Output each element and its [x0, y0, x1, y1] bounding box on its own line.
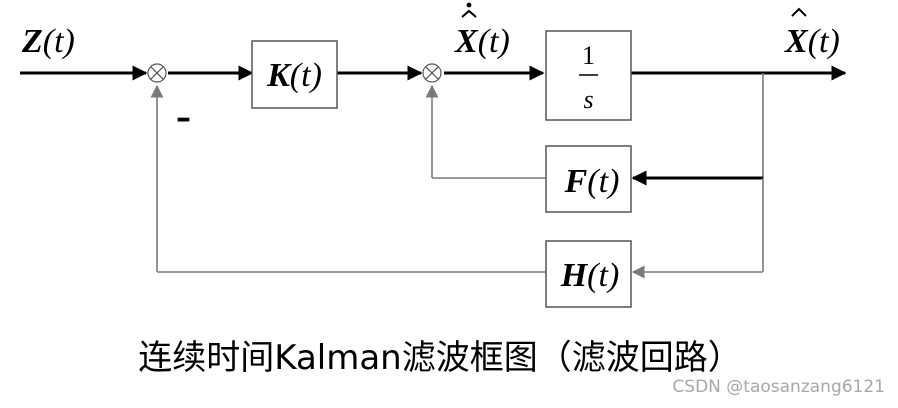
f-block-label: F(t) — [564, 163, 620, 200]
svg-text:X(t): X(t) — [454, 23, 510, 60]
minus-sign: – — [176, 101, 191, 136]
gain-block-label: K(t) — [266, 57, 322, 94]
dot-accent-derivative — [466, 2, 472, 8]
summing-junction-1 — [147, 63, 167, 83]
h-block-box — [545, 240, 632, 308]
derivative-signal-label: X(t) — [454, 2, 510, 60]
summing-junction-2 — [422, 63, 442, 83]
svg-text:1: 1 — [582, 41, 595, 70]
h-block-label: H(t) — [560, 257, 620, 294]
svg-text:s: s — [583, 85, 593, 114]
gain-block-box — [251, 40, 338, 109]
hat-accent-output — [791, 7, 807, 17]
f-block-box — [545, 145, 632, 213]
diagram-caption: 连续时间Kalman滤波框图（滤波回路） — [138, 338, 741, 378]
svg-text:X(t): X(t) — [784, 23, 840, 60]
hat-accent-derivative — [461, 9, 477, 18]
output-signal-label: X(t) — [784, 7, 840, 60]
integrator-block-label: 1 s — [579, 41, 598, 114]
input-signal-label: Z(t) — [21, 23, 75, 60]
csdn-watermark: CSDN @taosanzang6121 — [672, 377, 885, 397]
